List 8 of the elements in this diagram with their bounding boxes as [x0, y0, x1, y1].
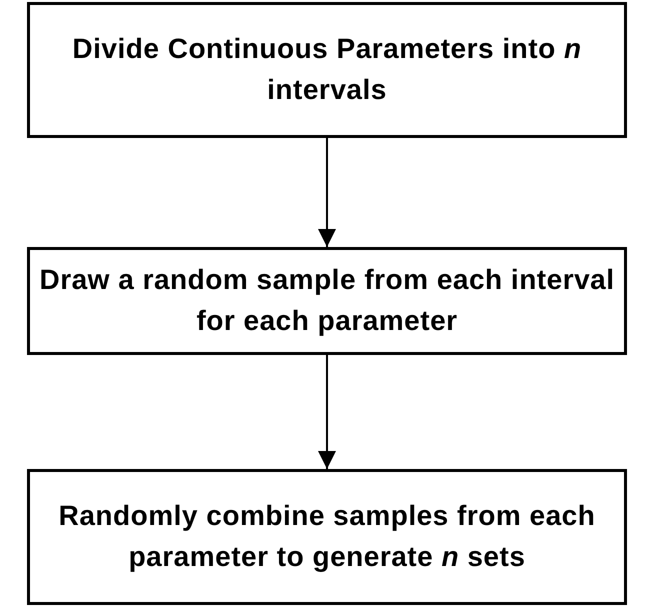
process-box [27, 2, 627, 138]
process-box [27, 247, 627, 355]
arrow [318, 355, 336, 469]
step-text: Divide Continuous Parameters into n intervals [71, 32, 583, 107]
arrow [318, 138, 336, 247]
step-text: Draw a random sample from each interval for each parameter [38, 263, 616, 338]
process-box [27, 469, 627, 605]
step-text: Randomly combine samples from each parameter to generate n sets [58, 499, 596, 574]
